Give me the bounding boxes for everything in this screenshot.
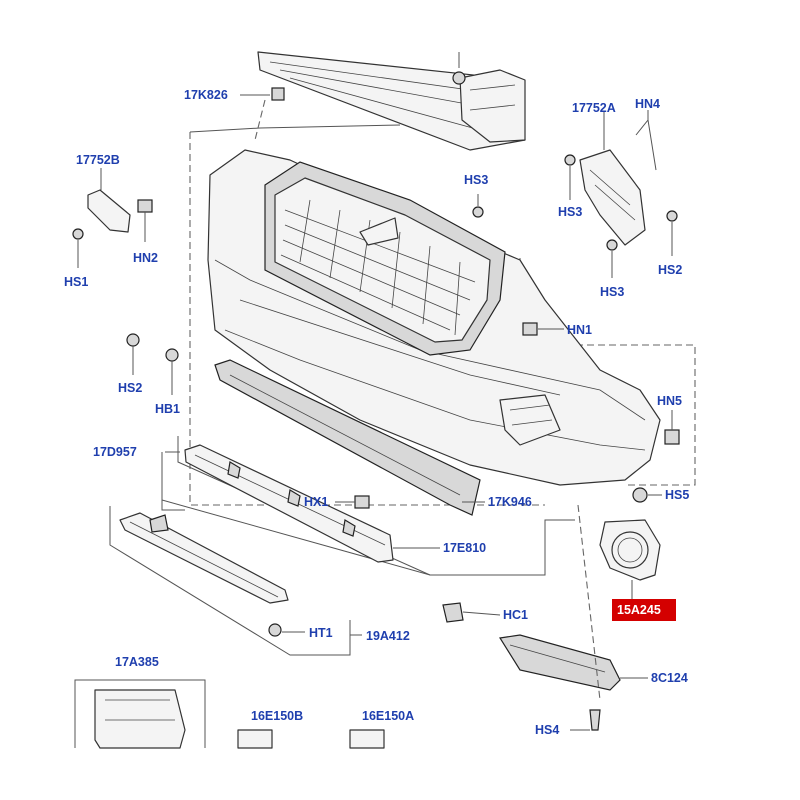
label-HT1: HT1: [309, 626, 333, 640]
clip-icon-hn1: [522, 322, 564, 336]
leader-HN4: [635, 110, 657, 171]
bolt-icon-hb1: [165, 348, 179, 395]
bumper-reinforcement-beam: [257, 51, 526, 151]
label-17E810: 17E810: [443, 541, 486, 555]
label-17D957: 17D957: [93, 445, 137, 459]
beam-guide-line: [254, 99, 266, 141]
label-17K946: 17K946: [488, 495, 532, 509]
top-bolt: [452, 52, 466, 85]
fasteners: [72, 154, 680, 731]
label-HS2-left: HS2: [118, 381, 142, 395]
label-HN5: HN5: [657, 394, 682, 408]
screw-icon-hs2-left: [126, 333, 140, 375]
upper-bumper-boundary: [189, 132, 545, 506]
screw-icon-ht1: [268, 623, 305, 637]
clip-icon-hn2: [137, 199, 153, 242]
label-HS4: HS4: [535, 723, 559, 737]
label-17K826: 17K826: [184, 88, 228, 102]
plate-16E150A: [349, 729, 385, 749]
lower-grille-19A412: [109, 506, 351, 656]
screw-icon-hs4: [570, 709, 601, 731]
screw-icon-hs2-right: [666, 210, 678, 256]
clip-icon-hx1: [335, 495, 370, 509]
fog-lamp-bezel-15A245: [599, 519, 661, 600]
label-HB1: HB1: [155, 402, 180, 416]
screw-icon-hs5: [632, 487, 662, 503]
lower-spoiler-17K946: [214, 359, 481, 516]
label-HS5: HS5: [665, 488, 689, 502]
clip-icon-17k826: [271, 87, 285, 101]
right-bumper-bracket-17752A: [579, 149, 646, 246]
highlight-box: [612, 599, 676, 621]
label-HN2: HN2: [133, 251, 158, 265]
label-HN4: HN4: [635, 97, 660, 111]
label-19A412: 19A412: [366, 629, 410, 643]
label-17752B: 17752B: [76, 153, 120, 167]
licence-plate-bracket-17A385: [74, 679, 206, 749]
label-HN1: HN1: [567, 323, 592, 337]
screw-icon-hs3-center: [472, 194, 484, 218]
left-bumper-bracket-17752B: [87, 189, 131, 233]
label-16E150A: 16E150A: [362, 709, 414, 723]
label-8C124: 8C124: [651, 671, 688, 685]
screw-icon-hs3-right-b: [606, 239, 618, 278]
label-HX1: HX1: [304, 495, 328, 509]
label-HS1: HS1: [64, 275, 88, 289]
clip-icon-hc1: [442, 602, 501, 623]
label-15A245: 15A245: [617, 603, 661, 617]
label-HS2-right: HS2: [658, 263, 682, 277]
label-16E150B: 16E150B: [251, 709, 303, 723]
radiator-grille: [264, 161, 506, 356]
screw-icon-hs1: [72, 228, 84, 268]
label-HS3-right-b: HS3: [600, 285, 624, 299]
plate-16E150B: [237, 729, 273, 749]
upper-frame-line: [189, 124, 401, 133]
label-HS3-center: HS3: [464, 173, 488, 187]
lower-trim-17E810: [177, 436, 431, 576]
main-outer-frame: [161, 452, 575, 576]
side-trim-8C124: [499, 634, 621, 691]
label-17A385: 17A385: [115, 655, 159, 669]
screw-icon-hs3-right: [564, 154, 576, 200]
highlighted-part-badge: 15A245: [612, 599, 676, 621]
label-HS3-right-a: HS3: [558, 205, 582, 219]
label-HC1: HC1: [503, 608, 528, 622]
label-17752A: 17752A: [572, 101, 616, 115]
clip-icon-hn5: [664, 410, 680, 445]
